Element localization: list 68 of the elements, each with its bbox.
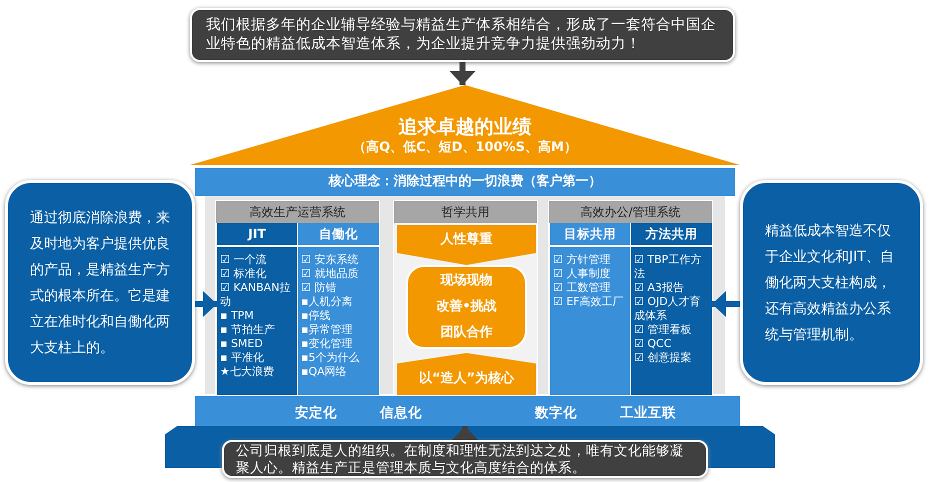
panel-heading: 高效生产运营系统 (216, 201, 379, 223)
chevron-banner (397, 225, 536, 265)
list-item: ☑ 创意提案 (633, 351, 692, 365)
list-item: ▪异常管理 (300, 323, 354, 337)
core-concept-band (195, 168, 735, 196)
list-item: ▪人机分离 (300, 295, 354, 309)
roof-title: 追求卓越的业绩 (398, 115, 532, 139)
list-item: ☑ OJD人才育成体系 (633, 295, 702, 323)
callout-text: 公司归根到底是人的组织。在制度和理性无法到达之处，唯有文化能够凝聚人心。精益生产正是管理本质与文化高度结合的体系。 (236, 443, 685, 477)
list-item: ☑ 管理看板 (633, 323, 692, 337)
list-item: ☑ A3报告 (633, 281, 685, 295)
callout-text: 精益低成本智造不仅于企业文化和JIT、自働化两大支柱构成，还有高效精益办公系统与管理机制。 (765, 222, 895, 344)
list-item: ☑ TBP工作方法 (633, 253, 702, 281)
list-item: ☑ 人事制度 (552, 267, 612, 281)
list-item: ▪ TPM (219, 309, 255, 323)
panel-heading: 高效办公/管理系统 (549, 201, 712, 223)
list-item: ★七大浪费 (219, 365, 275, 379)
box-text: 改善•挑战 (435, 298, 498, 316)
list-item: ☑ KANBAN拉动 (219, 281, 292, 309)
system-panel (393, 200, 538, 395)
foundation-item: 安定化 (295, 404, 337, 422)
pillar-column (631, 223, 712, 395)
box-text: 团队合作 (440, 324, 494, 342)
arrow (195, 291, 217, 317)
list-item: ▪ 平准化 (219, 351, 265, 365)
callout-box (190, 8, 735, 62)
panel-heading: 哲学共用 (394, 201, 537, 223)
list-item: ▪ SMED (219, 337, 264, 351)
list-item: ☑ 标准化 (219, 267, 268, 281)
list-item: ☑ 防错 (300, 281, 338, 295)
list-item: ☑ QCC (633, 337, 672, 351)
callout-box (5, 180, 195, 385)
list-item: ☑ 安东系统 (300, 253, 360, 267)
list-item: ☑ 一个流 (219, 253, 268, 267)
pillar-column (298, 223, 379, 395)
list-item: ▪ 节拍生产 (219, 323, 276, 337)
foundation-band (195, 396, 740, 426)
arrow (452, 426, 478, 440)
foundation-item: 数字化 (535, 404, 577, 422)
list-item: ▪QA网络 (300, 365, 348, 379)
foundation-item: 工业互联 (620, 404, 676, 422)
list-item: ☑ 工数管理 (552, 281, 612, 295)
roof-subtitle: （高Q、低C、短D、100%S、高M） (352, 139, 578, 157)
arrow (712, 291, 740, 317)
callout-box (222, 440, 708, 478)
list-item: ▪变化管理 (300, 337, 354, 351)
system-panel (215, 200, 380, 395)
box-text: 现场现物 (439, 272, 494, 290)
foundation-item: 信息化 (380, 404, 422, 422)
callout-text: 通过彻底消除浪费，来及时地为客户提供优良的产品，是精益生产方式的根本所在。它是建立在准时化和自働化两大支柱上的。 (30, 208, 170, 358)
list-item: ▪5个为什么 (300, 351, 360, 365)
list-item: ▪停线 (300, 309, 332, 323)
list-item: ☑ EF高效工厂 (552, 295, 625, 309)
banner-text: 以“造人”为核心 (418, 370, 516, 388)
band-text: 核心理念：消除过程中的一切浪费（客户第一） (327, 172, 602, 191)
pillar-column (550, 223, 630, 395)
arrow (450, 62, 476, 85)
chevron-banner (397, 353, 536, 395)
column-heading: 方法共用 (631, 223, 712, 247)
rounded-box (406, 265, 527, 349)
system-panel (548, 200, 713, 395)
banner-text: 人性尊重 (439, 230, 494, 249)
callout-box (740, 180, 923, 385)
pillar-column (217, 223, 297, 395)
list-item: ☑ 就地品质 (300, 267, 360, 281)
column-heading: 自働化 (298, 223, 379, 247)
callout-text: 我们根据多年的企业辅导经验与精益生产体系相结合，形成了一套符合中国企业特色的精益低成本智造体系，为企业提升竞争力提供强劲动力！ (206, 16, 717, 54)
list-item: ☑ 方针管理 (552, 253, 612, 267)
